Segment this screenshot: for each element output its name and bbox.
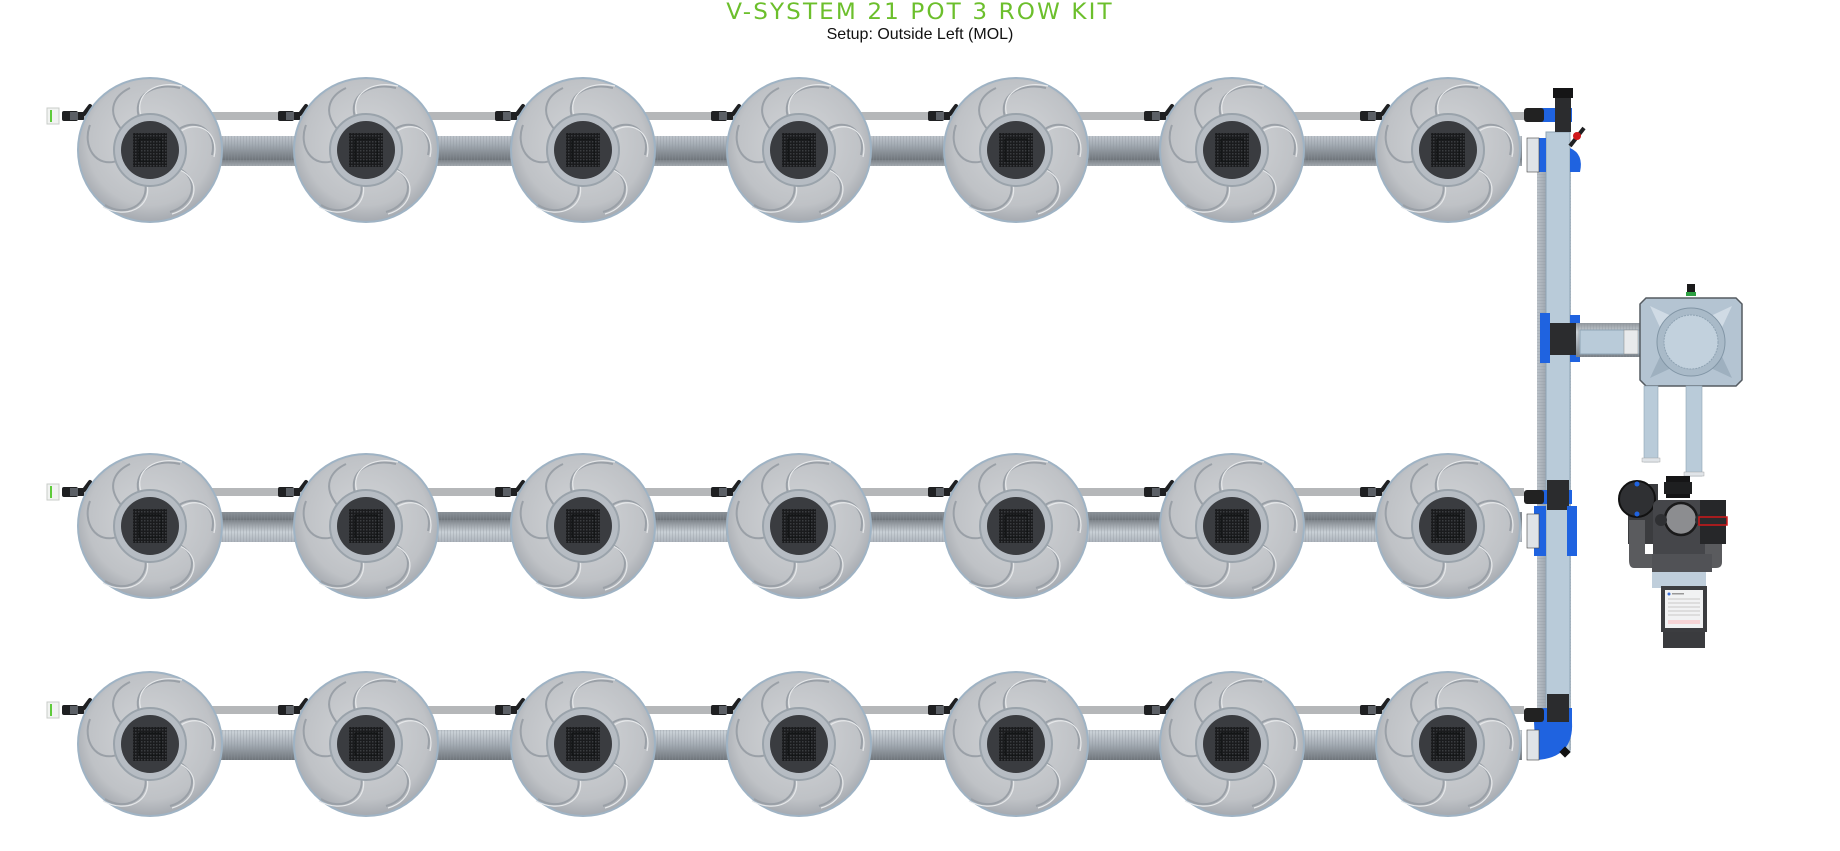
- pot-icon: [292, 452, 440, 600]
- pot-icon: [1158, 670, 1306, 818]
- row-2: [46, 452, 1524, 600]
- vertical-manifold-pipe: [1537, 131, 1571, 753]
- row-3: [46, 670, 1524, 818]
- pot-icon: [1158, 452, 1306, 600]
- pot-icon: [1158, 76, 1306, 224]
- pot-icon: [509, 452, 657, 600]
- page-title: V-SYSTEM 21 POT 3 ROW KIT: [726, 0, 1114, 25]
- bottom-elbow-fitting: [1524, 694, 1573, 761]
- pot-icon: [509, 76, 657, 224]
- pot-icon: [509, 670, 657, 818]
- pot-icon: [76, 452, 224, 600]
- pot-icon: [76, 76, 224, 224]
- pot-icon: [942, 76, 1090, 224]
- pot-icon: [1374, 76, 1522, 224]
- row-2-tee-fitting: [1524, 480, 1577, 556]
- pot-icon: [76, 670, 224, 818]
- pot-icon: [942, 670, 1090, 818]
- setup-subtitle: Setup: Outside Left (MOL): [826, 26, 1014, 43]
- pot-icon: [725, 452, 873, 600]
- top-elbow-fitting: [1524, 88, 1586, 173]
- pot-icon: [942, 452, 1090, 600]
- pot-icon: [1374, 452, 1522, 600]
- pump-icon: [1618, 476, 1728, 588]
- pot-icon: [1374, 670, 1522, 818]
- controller-unit-icon: [1661, 586, 1707, 648]
- pot-icon: [725, 670, 873, 818]
- pot-icon: [292, 76, 440, 224]
- pot-icon: [292, 670, 440, 818]
- end-cap-icon: [46, 483, 60, 501]
- end-cap-icon: [46, 701, 60, 719]
- row-1: [46, 76, 1524, 224]
- middle-tee-fitting: [1540, 313, 1645, 363]
- end-cap-icon: [46, 107, 60, 125]
- red-valve-icon: [1568, 126, 1586, 148]
- pot-icon: [725, 76, 873, 224]
- reservoir-icon: [1639, 284, 1743, 387]
